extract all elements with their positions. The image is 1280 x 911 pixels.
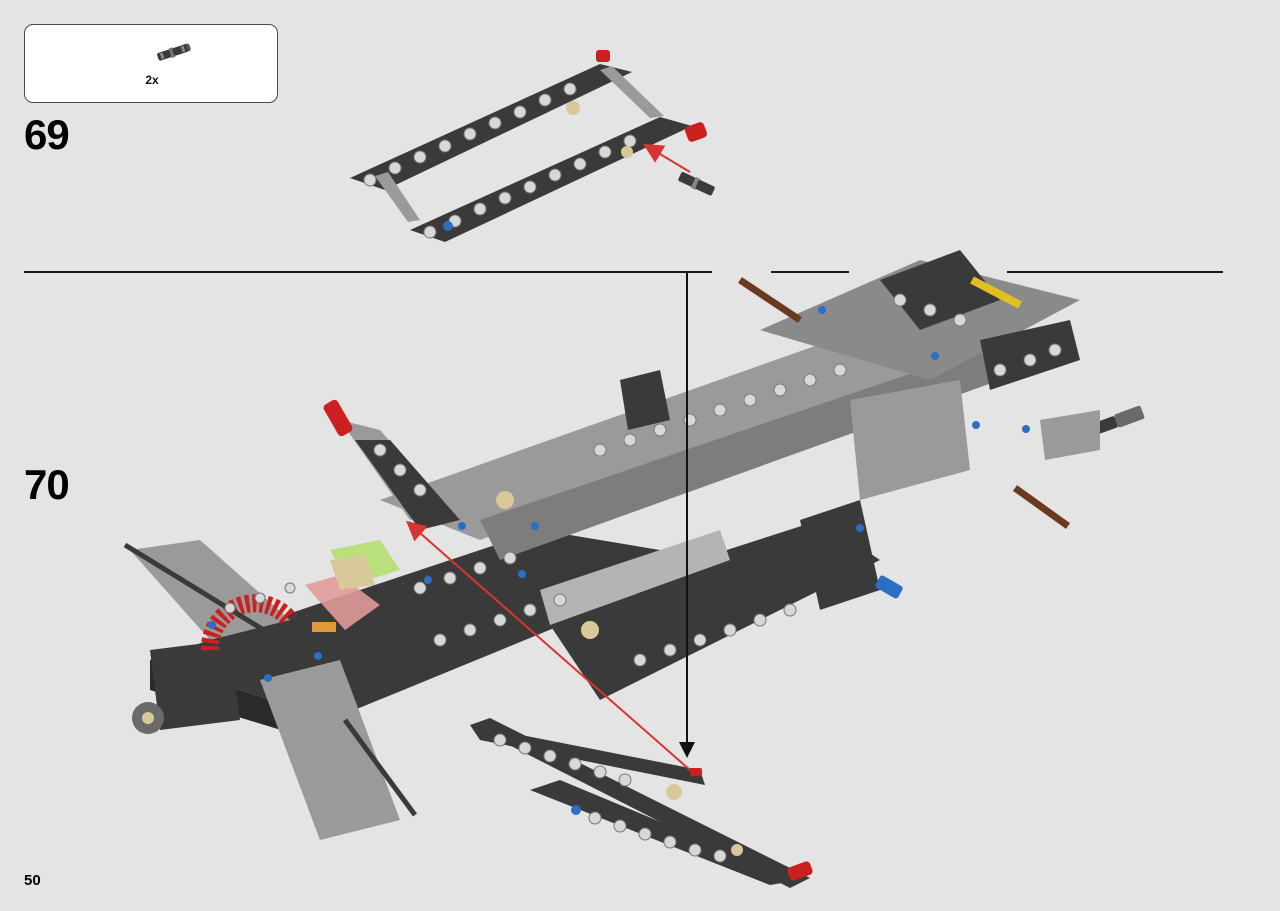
page-number: 50 [24,872,41,889]
step69-assembly [350,50,715,242]
step-divider-middle [771,271,849,273]
connector-pin-icon [157,43,191,61]
part-quantity: 2x [145,73,159,87]
placement-arrow-black [679,272,695,758]
placement-arrow-red [405,520,691,771]
step-divider-left [24,271,712,273]
step-divider-right [1007,271,1223,273]
parts-callout-box: 2x [24,24,278,103]
chassis-assembly [123,250,1145,840]
incoming-a-arm [470,718,813,888]
step-number-69: 69 [24,111,70,158]
step-number-70: 70 [24,461,70,508]
